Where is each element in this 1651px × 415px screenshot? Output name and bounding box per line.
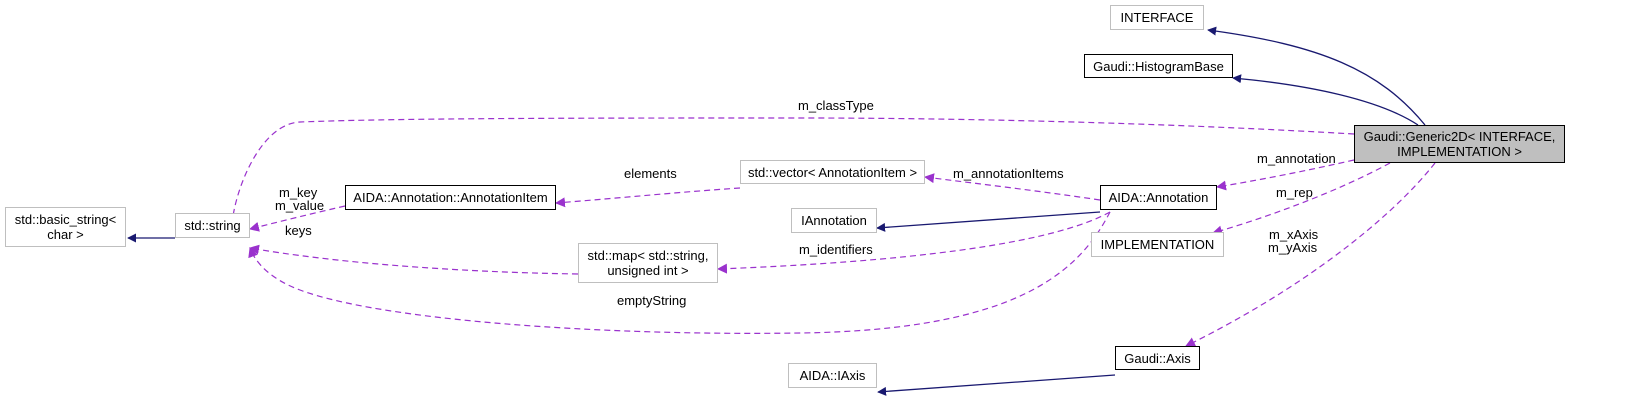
node-generic2d-label-line1: Gaudi::Generic2D< INTERFACE, xyxy=(1363,129,1556,144)
edge-label-identifiers: m_identifiers xyxy=(799,242,873,257)
node-map-label-line2: unsigned int > xyxy=(607,263,689,278)
edge-axes xyxy=(1185,162,1436,347)
edge-generic2d-to-interface xyxy=(1207,26,1426,126)
node-iannotation-label: IAnnotation xyxy=(801,213,867,228)
node-interface[interactable]: INTERFACE xyxy=(1110,5,1204,30)
node-histogram-base[interactable]: Gaudi::HistogramBase xyxy=(1084,54,1233,78)
edge-label-keys: keys xyxy=(285,223,312,238)
node-vector-annotation-item-label: std::vector< AnnotationItem > xyxy=(747,164,918,180)
edge-label-class-type: m_classType xyxy=(798,98,874,113)
node-implementation[interactable]: IMPLEMENTATION xyxy=(1091,232,1224,257)
edge-label-value: m_value xyxy=(275,198,325,213)
edge-label-rep: m_rep xyxy=(1276,185,1313,200)
node-basic-string[interactable]: std::basic_string< char > xyxy=(5,207,126,247)
edge-label-y-axis: m_yAxis xyxy=(1268,240,1318,255)
edge-label-annotation: m_annotation xyxy=(1257,151,1336,166)
node-annotation-item[interactable]: AIDA::Annotation::AnnotationItem xyxy=(345,185,556,210)
edge-label-key: m_key xyxy=(279,185,318,200)
edge-classtype xyxy=(227,117,1355,225)
node-map-label-line1: std::map< std::string, xyxy=(587,248,709,263)
edge-label-elements: elements xyxy=(624,166,677,181)
node-vector-annotation-item[interactable]: std::vector< AnnotationItem > xyxy=(740,160,925,184)
node-iannotation[interactable]: IAnnotation xyxy=(791,208,877,233)
edge-label-x-axis: m_xAxis xyxy=(1269,227,1319,242)
edge-key-value xyxy=(249,205,346,232)
edge-rep xyxy=(1212,162,1391,236)
node-aida-iaxis[interactable]: AIDA::IAxis xyxy=(788,363,877,388)
node-map[interactable]: std::map< std::string, unsigned int > xyxy=(578,243,718,283)
node-gaudi-axis-label: Gaudi::Axis xyxy=(1124,350,1191,366)
node-implementation-label: IMPLEMENTATION xyxy=(1100,237,1215,252)
node-std-string-label: std::string xyxy=(184,218,241,233)
node-aida-iaxis-label: AIDA::IAxis xyxy=(799,368,866,383)
node-std-string[interactable]: std::string xyxy=(175,213,250,238)
edge-elements xyxy=(555,187,741,208)
node-histogram-base-label: Gaudi::HistogramBase xyxy=(1093,58,1224,74)
edge-annotation xyxy=(1216,159,1355,191)
edge-annotation-to-iannotation xyxy=(876,211,1101,232)
node-generic2d-label-line2: IMPLEMENTATION > xyxy=(1397,144,1522,159)
node-annotation-item-label: AIDA::Annotation::AnnotationItem xyxy=(353,190,548,205)
edge-annotation-items xyxy=(924,173,1101,201)
edge-generic2d-to-histogrambase xyxy=(1232,74,1419,126)
node-interface-label: INTERFACE xyxy=(1120,10,1194,25)
node-generic2d: Gaudi::Generic2D< INTERFACE, IMPLEMENTAT… xyxy=(1354,125,1565,163)
node-aida-annotation[interactable]: AIDA::Annotation xyxy=(1100,185,1217,210)
edge-label-empty-string: emptyString xyxy=(617,293,687,308)
node-basic-string-label-line2: char > xyxy=(47,227,84,242)
node-aida-annotation-label: AIDA::Annotation xyxy=(1108,190,1209,205)
edge-axis-to-iaxis xyxy=(877,374,1116,396)
edge-identifiers xyxy=(717,211,1111,274)
node-gaudi-axis[interactable]: Gaudi::Axis xyxy=(1115,346,1200,370)
node-basic-string-label-line1: std::basic_string< xyxy=(14,212,117,227)
edge-label-annotation-items: m_annotationItems xyxy=(953,166,1064,181)
edge-keys xyxy=(249,244,579,275)
